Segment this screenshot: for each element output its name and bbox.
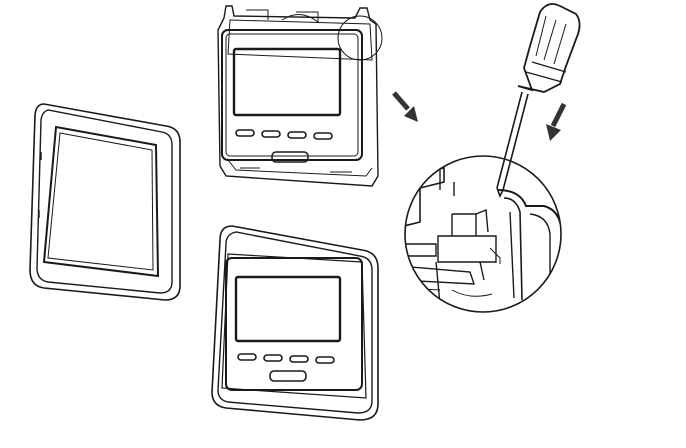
assembled-thermostat-icon [211,225,379,421]
thermostat-body-icon [217,5,383,187]
front-frame-icon [29,103,181,301]
move-down-left-arrow [546,102,567,141]
screwdriver-icon [496,3,581,198]
move-down-right-arrow [392,91,418,122]
magnifier-detail-icon [404,155,562,313]
